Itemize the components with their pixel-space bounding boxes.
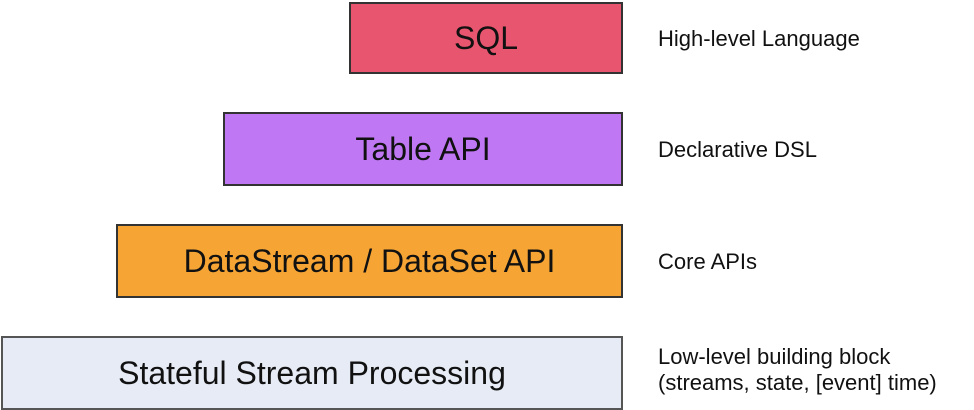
sql-layer-label: SQL (453, 20, 519, 56)
stateful-description-line-2: (streams, state, [event] time) (658, 370, 937, 396)
table-api-layer-box: Table API (223, 112, 623, 186)
datastream-layer-label: DataStream / DataSet API (183, 243, 556, 279)
stateful-description-line-1: Low-level building block (658, 344, 891, 369)
datastream-layer-box: DataStream / DataSet API (116, 224, 623, 298)
table-api-layer-label: Table API (355, 131, 491, 167)
datastream-layer-description: Core APIs (658, 249, 758, 274)
table-api-layer-description: Declarative DSL (658, 137, 817, 162)
stateful-stream-processing-layer-label: Stateful Stream Processing (118, 355, 506, 391)
stateful-stream-processing-layer-box: Stateful Stream Processing (1, 336, 623, 410)
stateful-stream-processing-layer-description: Low-level building block (streams, state… (658, 344, 937, 397)
sql-layer-description: High-level Language (658, 26, 860, 51)
sql-layer-box: SQL (349, 2, 623, 74)
